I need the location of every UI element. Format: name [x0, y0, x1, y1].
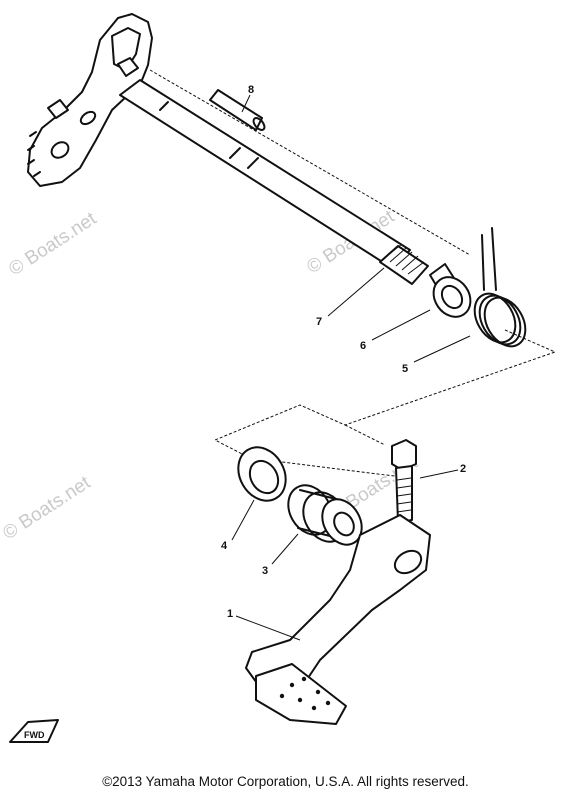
- callouts: 8 7 6 5 2 4 3 1: [221, 84, 471, 641]
- forward-direction-marker: FWD: [9, 719, 59, 743]
- return-spring: [473, 227, 527, 348]
- fwd-label: FWD: [24, 730, 45, 740]
- collar: [429, 263, 472, 318]
- callout-8: 8: [248, 84, 254, 96]
- kick-shaft: [27, 13, 429, 285]
- kick-crank: [245, 514, 431, 725]
- callout-1: 1: [227, 608, 233, 620]
- rubber-boot: [287, 484, 363, 546]
- oil-seal: [237, 446, 287, 502]
- pin: [209, 89, 266, 131]
- callout-2: 2: [460, 463, 466, 475]
- copyright-notice: ©2013 Yamaha Motor Corporation, U.S.A. A…: [102, 774, 469, 789]
- watermark: © Boats.net: [5, 208, 101, 280]
- callout-3: 3: [262, 565, 268, 577]
- watermark: © Boats.net: [0, 472, 95, 544]
- callout-6: 6: [360, 340, 366, 352]
- callout-7: 7: [316, 316, 322, 328]
- bolt: [391, 439, 417, 523]
- callout-4: 4: [221, 540, 228, 552]
- callout-5: 5: [402, 363, 408, 375]
